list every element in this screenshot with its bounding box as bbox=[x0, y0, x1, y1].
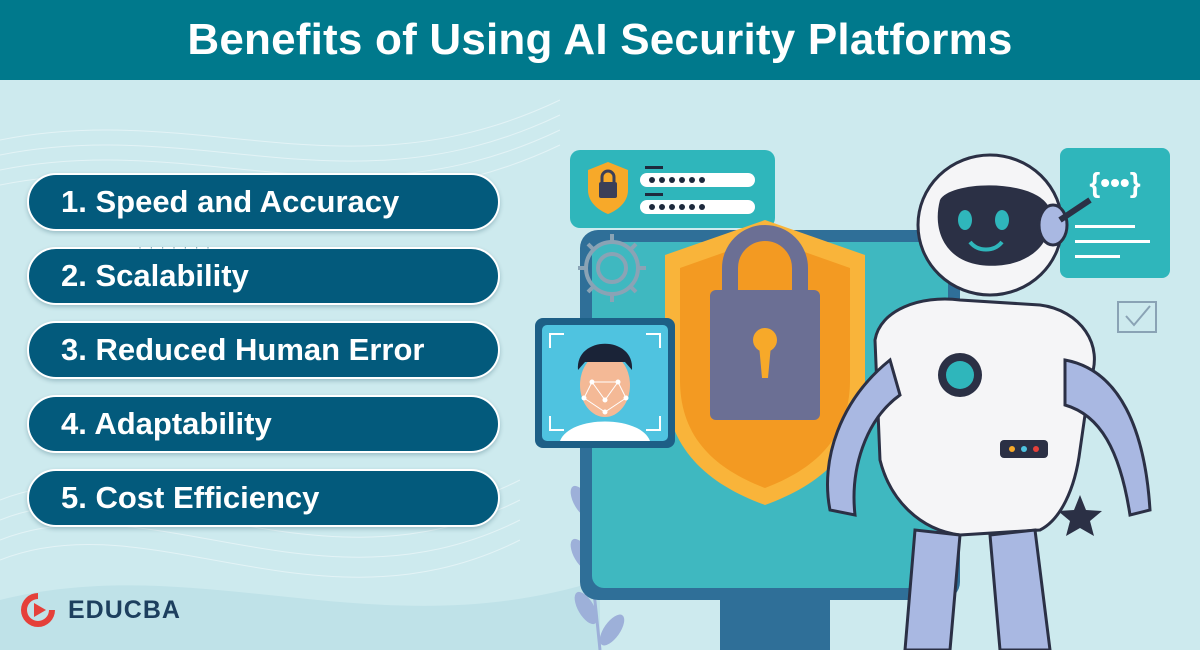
face-scan-icon bbox=[535, 318, 675, 448]
code-card-text: {•••} bbox=[1089, 167, 1140, 198]
security-illustration: {•••} bbox=[535, 148, 1170, 650]
page-title: Benefits of Using AI Security Platforms bbox=[187, 15, 1013, 64]
lock-icon bbox=[710, 225, 820, 420]
benefit-item: 4. Adaptability bbox=[27, 395, 500, 453]
decorative-dots: · · · · · · · bbox=[138, 240, 212, 254]
title-banner: Benefits of Using AI Security Platforms bbox=[0, 0, 1200, 80]
benefits-list: 1. Speed and Accuracy 2. Scalability 3. … bbox=[27, 173, 500, 543]
code-card: {•••} bbox=[1060, 148, 1170, 278]
lock-icon bbox=[599, 182, 617, 198]
benefit-item: 5. Cost Efficiency bbox=[27, 469, 500, 527]
gear-icon bbox=[578, 234, 646, 302]
benefit-item: 1. Speed and Accuracy bbox=[27, 173, 500, 231]
logo-text: EDUCBA bbox=[68, 595, 181, 624]
password-card bbox=[570, 150, 775, 228]
benefit-item: 3. Reduced Human Error bbox=[27, 321, 500, 379]
educba-logo: EDUCBA bbox=[18, 590, 181, 630]
robot-icon bbox=[826, 153, 1152, 650]
educba-logo-icon bbox=[21, 593, 55, 627]
star-icon bbox=[1058, 495, 1102, 536]
checkbox-icon bbox=[1117, 301, 1157, 333]
benefit-item: 2. Scalability bbox=[27, 247, 500, 305]
